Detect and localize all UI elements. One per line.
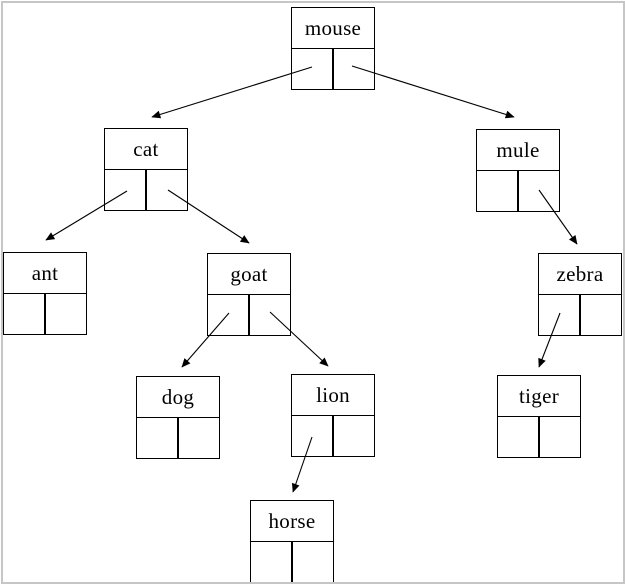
left-pointer-cell <box>538 293 581 336</box>
pointer-row <box>291 414 375 457</box>
right-pointer-cell <box>538 415 581 458</box>
right-pointer-cell <box>332 414 375 457</box>
left-pointer-cell <box>250 540 293 583</box>
pointer-row <box>291 47 375 90</box>
left-pointer-cell <box>291 47 334 90</box>
pointer-row <box>104 168 188 211</box>
right-pointer-cell <box>177 416 220 459</box>
node-label: zebra <box>538 253 622 295</box>
node-label: tiger <box>497 375 581 417</box>
node-label: mule <box>476 129 560 171</box>
node-label: lion <box>291 374 375 416</box>
pointer-row <box>538 293 622 336</box>
tree-node-cat: cat <box>104 128 188 211</box>
pointer-row <box>136 416 220 459</box>
right-pointer-cell <box>44 292 87 335</box>
tree-node-ant: ant <box>3 252 87 335</box>
right-pointer-cell <box>145 168 188 211</box>
left-pointer-cell <box>291 414 334 457</box>
right-pointer-cell <box>332 47 375 90</box>
right-pointer-cell <box>291 540 334 583</box>
tree-node-horse: horse <box>250 500 334 583</box>
node-label: dog <box>136 376 220 418</box>
pointer-row <box>207 293 291 336</box>
pointer-row <box>3 292 87 335</box>
node-label: cat <box>104 128 188 170</box>
node-label: ant <box>3 252 87 294</box>
node-label: goat <box>207 253 291 295</box>
left-pointer-cell <box>476 169 519 212</box>
tree-node-tiger: tiger <box>497 375 581 458</box>
tree-node-mule: mule <box>476 129 560 212</box>
pointer-row <box>250 540 334 583</box>
left-pointer-cell <box>3 292 46 335</box>
tree-node-dog: dog <box>136 376 220 459</box>
edge-mouse-left-to-cat <box>151 66 313 119</box>
tree-node-mouse: mouse <box>291 7 375 90</box>
left-pointer-cell <box>136 416 179 459</box>
tree-node-lion: lion <box>291 374 375 457</box>
tree-node-zebra: zebra <box>538 253 622 336</box>
left-pointer-cell <box>497 415 540 458</box>
right-pointer-cell <box>579 293 622 336</box>
left-pointer-cell <box>207 293 250 336</box>
right-pointer-cell <box>248 293 291 336</box>
node-label: mouse <box>291 7 375 49</box>
node-label: horse <box>250 500 334 542</box>
right-pointer-cell <box>517 169 560 212</box>
left-pointer-cell <box>104 168 147 211</box>
pointer-row <box>497 415 581 458</box>
pointer-row <box>476 169 560 212</box>
tree-node-goat: goat <box>207 253 291 336</box>
edge-mouse-right-to-mule <box>351 65 515 119</box>
